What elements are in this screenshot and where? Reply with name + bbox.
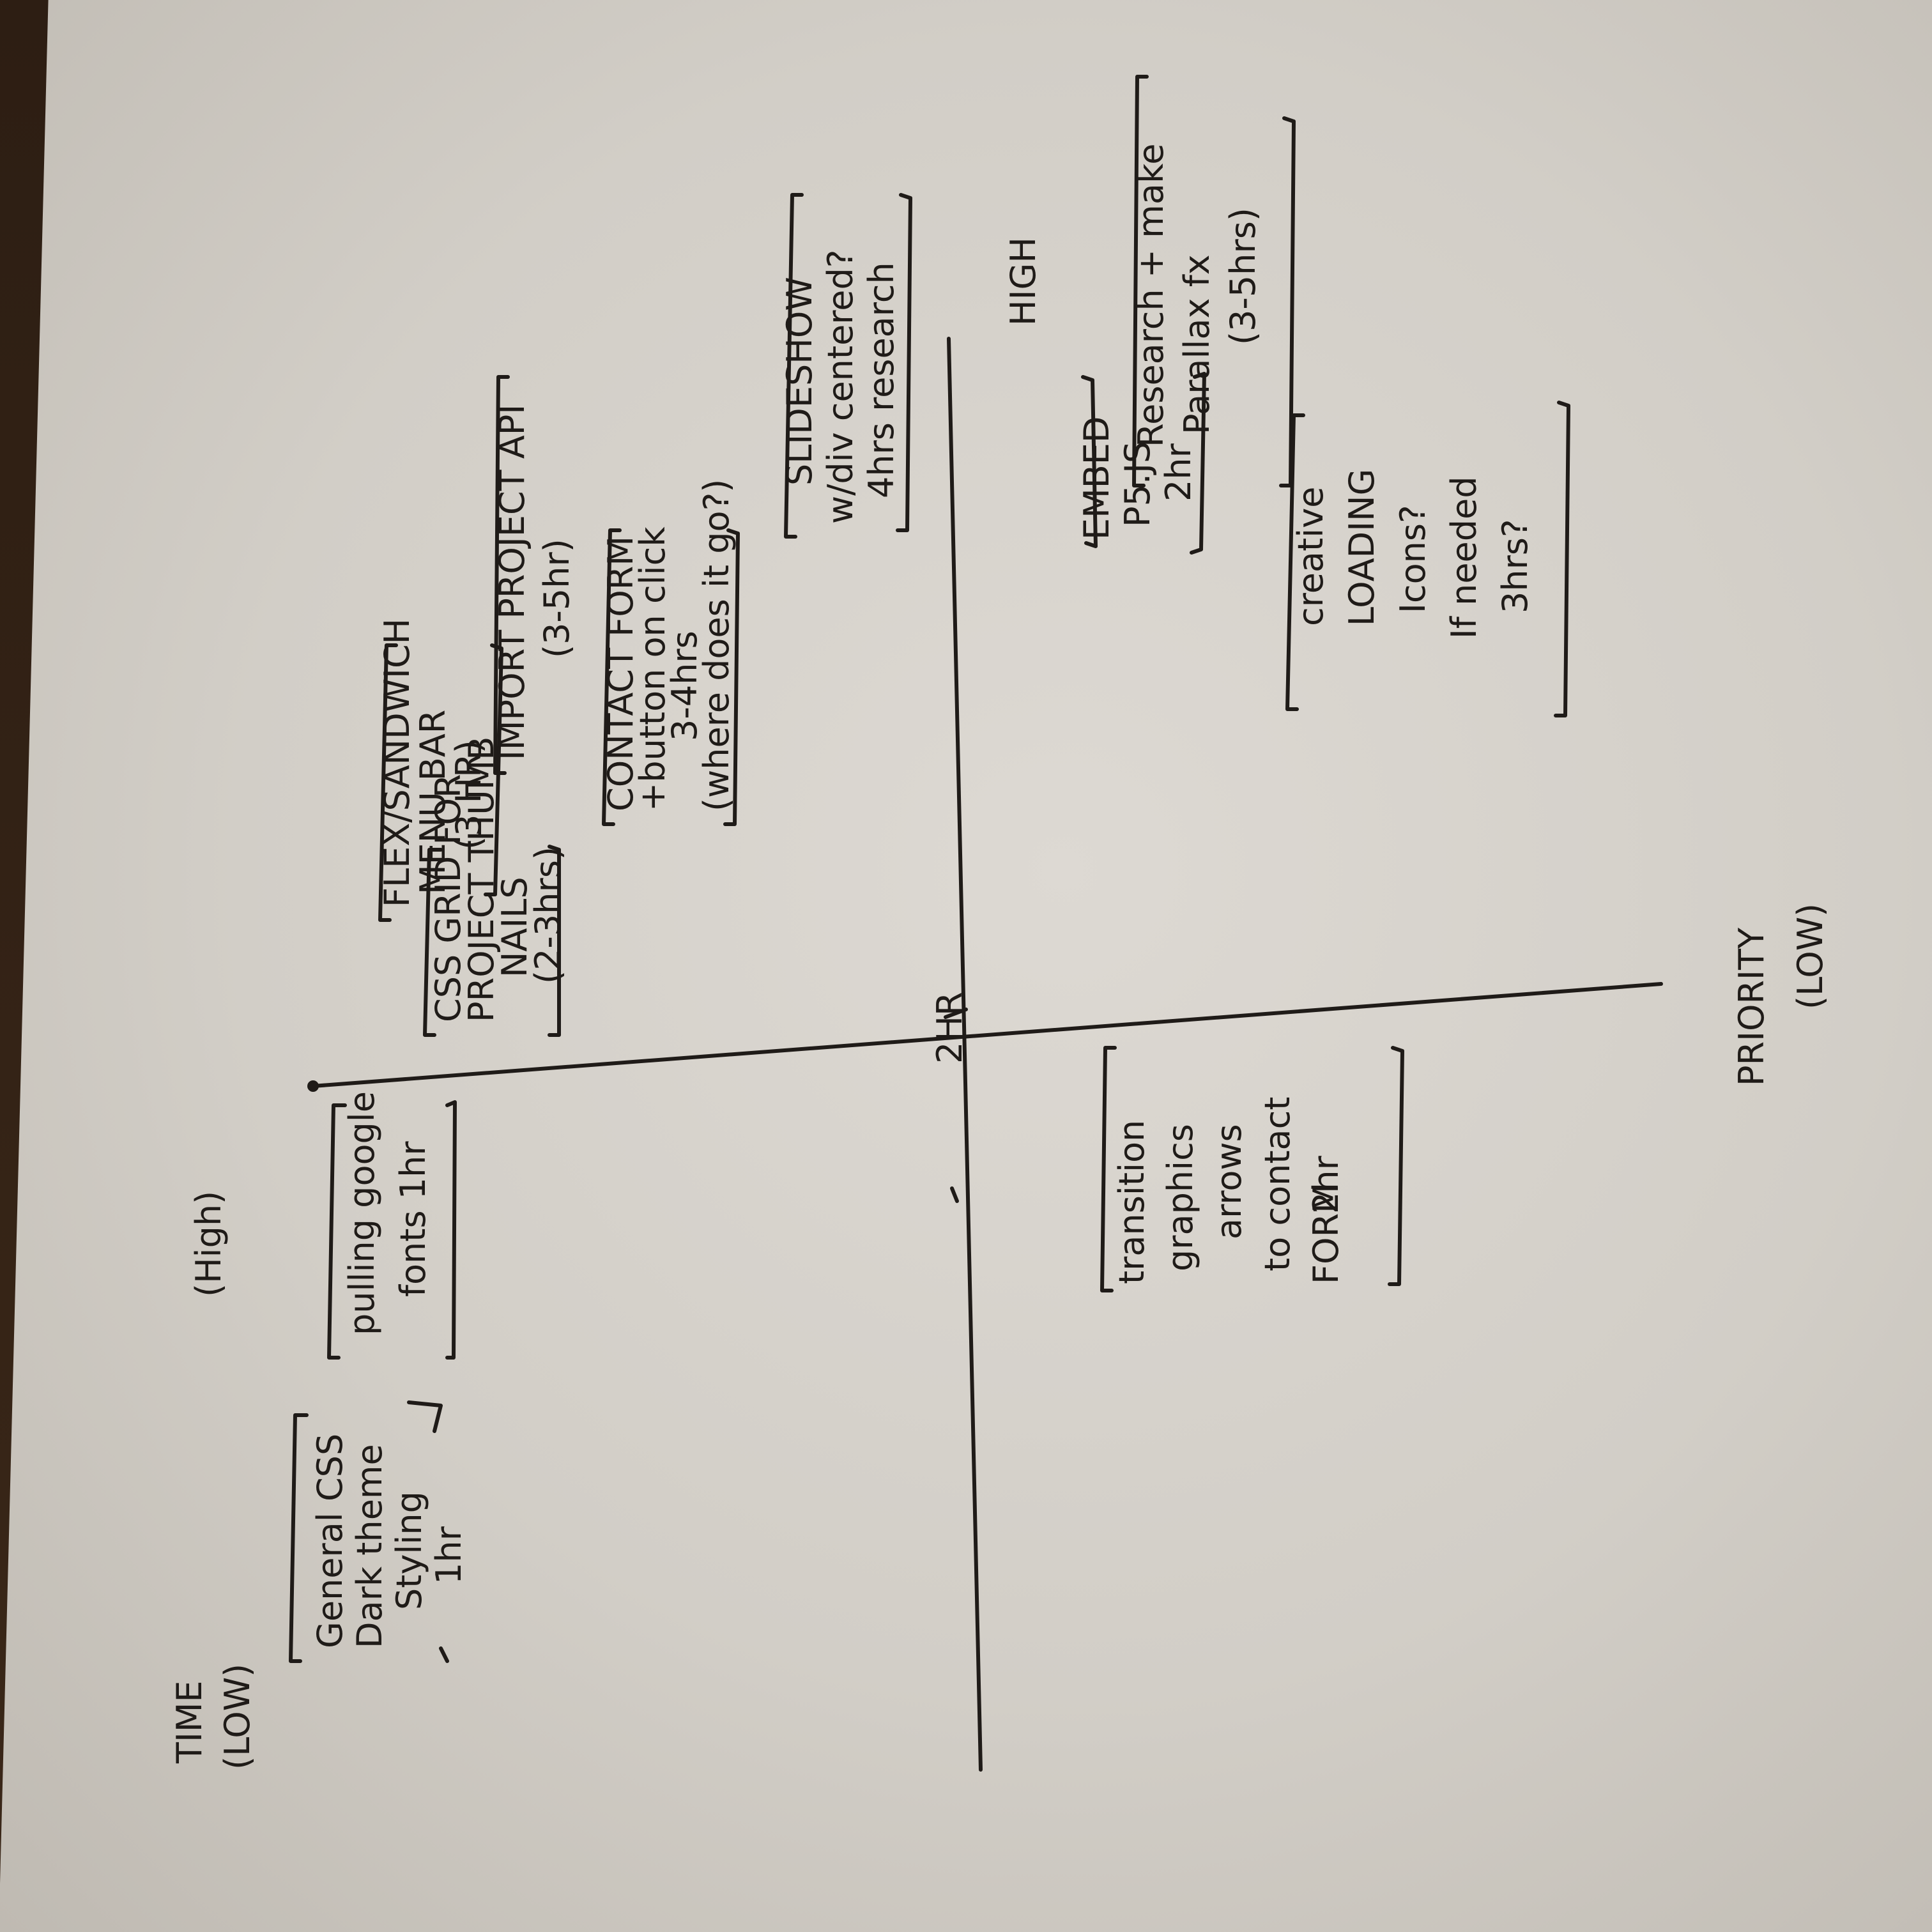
- svg-text:w/div centered?: w/div centered?: [820, 250, 861, 524]
- note-bracket: [1132, 75, 1296, 487]
- time-axis: [311, 982, 1663, 1088]
- time-axis-label: TIME (LOW): [169, 1664, 257, 1770]
- note-bracket: [1285, 401, 1570, 717]
- center-mark-label: 2HR: [930, 992, 970, 1064]
- svg-text:to contact: to contact: [1257, 1097, 1298, 1271]
- svg-text:3hrs?: 3hrs?: [1495, 519, 1535, 613]
- note-css-grid: CSS GRID FOR PROJECT THUMB NAILS (2-3hrs…: [423, 737, 568, 1037]
- svg-text:(3 HR): (3 HR): [448, 740, 489, 850]
- svg-text:2hr: 2hr: [1158, 443, 1199, 502]
- svg-text:TIME: TIME: [169, 1680, 210, 1764]
- axis-end-dot: [307, 1080, 319, 1092]
- note-bracket: [327, 1100, 457, 1360]
- svg-text:Icons?: Icons?: [1393, 505, 1433, 613]
- svg-text:FLEX/SANDWICH: FLEX/SANDWICH: [377, 618, 417, 907]
- note-general-css: General CSS Dark theme Styling 1hr: [289, 1400, 469, 1663]
- svg-text:IMPORT PROJECT API: IMPORT PROJECT API: [492, 404, 532, 760]
- note-import-project-api: IMPORT PROJECT API (3-5hr): [492, 375, 577, 775]
- svg-text:MENU BAR: MENU BAR: [413, 710, 453, 894]
- note-slideshow: SLIDESHOW w/div centered? 4hrs research: [779, 193, 912, 539]
- svg-text:General CSS: General CSS: [310, 1434, 350, 1648]
- note-google-fonts: pulling google fonts 1hr: [327, 1091, 457, 1360]
- axis-tick: [950, 1186, 959, 1203]
- note-contact-form: CONTACT FORM +button on click 3-4hrs (wh…: [601, 479, 740, 826]
- svg-text:transition: transition: [1112, 1120, 1152, 1284]
- note-bracket: [289, 1400, 449, 1663]
- svg-text:FORM: FORM: [1306, 1183, 1346, 1284]
- priority-high-label: HIGH: [1003, 237, 1043, 326]
- svg-text:pulling google: pulling google: [342, 1091, 382, 1335]
- svg-text:(High): (High): [188, 1191, 229, 1297]
- svg-text:1hr: 1hr: [429, 1526, 469, 1584]
- svg-text:3-4hrs: 3-4hrs: [664, 631, 705, 741]
- priority-axis: [947, 337, 983, 1772]
- svg-text:LOADING: LOADING: [1342, 469, 1382, 626]
- svg-text:4hrs research: 4hrs research: [861, 262, 901, 498]
- svg-text:Research + make: Research + make: [1131, 143, 1171, 447]
- svg-text:PRIORITY: PRIORITY: [1731, 927, 1772, 1086]
- svg-text:2HR: 2HR: [930, 992, 970, 1064]
- svg-text:Styling: Styling: [389, 1491, 429, 1610]
- svg-text:EMBED: EMBED: [1077, 417, 1117, 540]
- note-bracket: [1081, 372, 1206, 555]
- note-bracket: [602, 528, 740, 826]
- center-tick: [944, 1008, 968, 1019]
- svg-text:HIGH: HIGH: [1003, 237, 1043, 326]
- svg-text:(2-3hrs): (2-3hrs): [528, 847, 568, 984]
- note-bracket: [423, 845, 561, 1037]
- svg-text:creative: creative: [1291, 487, 1331, 626]
- svg-text:Dark theme: Dark theme: [349, 1444, 390, 1648]
- time-high-label: (High): [188, 1191, 229, 1297]
- svg-text:NAILS: NAILS: [494, 877, 535, 977]
- svg-text:fonts 1hr: fonts 1hr: [393, 1141, 433, 1297]
- note-loading-icons: creative LOADING Icons? If needed 3hrs?: [1285, 401, 1570, 717]
- note-parallax: Research + make Parallax fx (3-5hrs): [1131, 75, 1296, 487]
- svg-text:(3-5hrs): (3-5hrs): [1223, 208, 1263, 345]
- note-bracket: [784, 193, 912, 539]
- svg-text:CONTACT FORM: CONTACT FORM: [601, 536, 641, 811]
- svg-text:Parallax fx: Parallax fx: [1177, 254, 1217, 434]
- note-embed-js: EMBED P5.JS 2hr: [1077, 372, 1206, 555]
- svg-text:2hr: 2hr: [1306, 1155, 1346, 1214]
- priority-axis-label: PRIORITY (LOW): [1731, 903, 1830, 1086]
- note-bracket: [1100, 1046, 1404, 1292]
- svg-text:(LOW): (LOW): [1790, 903, 1830, 1009]
- svg-text:graphics: graphics: [1160, 1124, 1200, 1271]
- svg-text:arrows: arrows: [1209, 1124, 1249, 1239]
- svg-text:(where does it go?): (where does it go?): [696, 479, 737, 811]
- note-flex-menu: FLEX/SANDWICH MENU BAR (3 HR): [377, 618, 503, 922]
- svg-text:If needed: If needed: [1444, 476, 1484, 639]
- svg-text:SLIDESHOW: SLIDESHOW: [779, 277, 820, 486]
- svg-text:CSS GRID FOR: CSS GRID FOR: [428, 774, 468, 1022]
- svg-text:+button on click: +button on click: [632, 526, 673, 811]
- svg-text:(3-5hr): (3-5hr): [537, 539, 577, 658]
- note-bracket: [493, 375, 510, 775]
- note-transition-graphics: transition graphics arrows to contact FO…: [1100, 1046, 1404, 1292]
- svg-text:(LOW): (LOW): [217, 1664, 257, 1770]
